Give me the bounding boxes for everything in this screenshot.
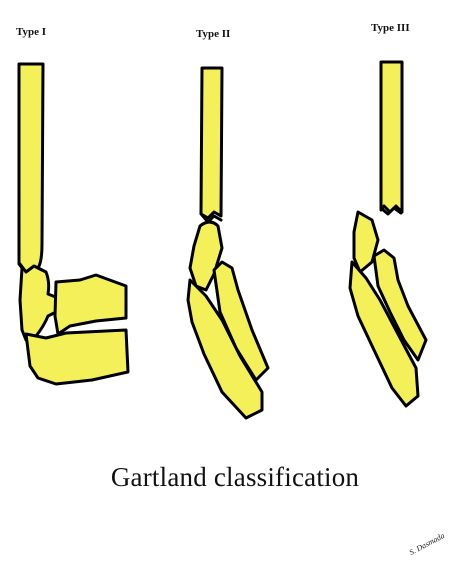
type-3-elbow — [350, 62, 426, 406]
figure-caption: Gartland classification — [0, 462, 470, 493]
type-3-humerus — [381, 62, 402, 212]
type-1-forearm-lower — [26, 330, 128, 384]
type-2-elbow — [188, 68, 268, 418]
type-2-humerus — [201, 68, 222, 218]
type-1-humerus — [19, 64, 60, 340]
type-1-elbow — [19, 64, 128, 384]
type-1-forearm-upper — [55, 275, 126, 334]
